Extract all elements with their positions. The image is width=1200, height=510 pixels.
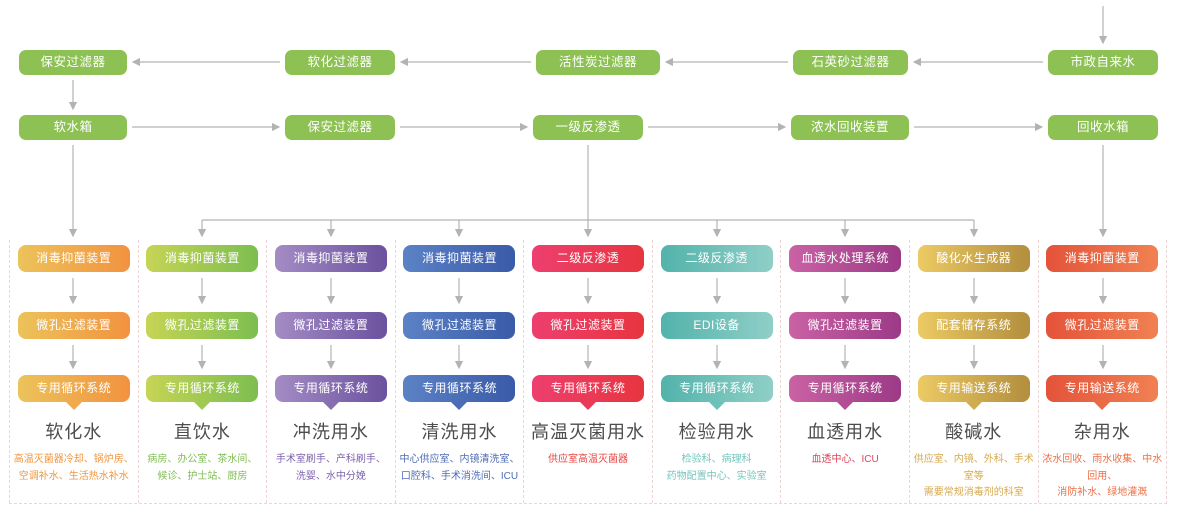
step-box: 酸化水生成器	[917, 245, 1030, 272]
column-title: 杂用水	[1073, 422, 1131, 442]
step-box: 微孔过滤装置	[17, 312, 130, 339]
step-box: 血透水处理系统	[789, 245, 902, 272]
column-softened-water: 消毒抑菌装置 微孔过滤装置 专用循环系统 软化水 高温灭菌器冷却、锅炉房、 空调…	[9, 240, 138, 503]
column-direct-drinking-water: 消毒抑菌装置 微孔过滤装置 专用循环系统 直饮水 病房、办公室、茶水间、 候诊、…	[137, 240, 267, 503]
node-security-filter-2: 保安过滤器	[285, 115, 395, 140]
column-description: 供应室、内镜、外科、手术室等 需要常规消毒剂的科室	[913, 454, 1034, 498]
column-title: 高温灭菌用水	[531, 422, 646, 442]
column-description: 手术室刷手、产科刷手、 洗婴、水中分娩	[275, 454, 386, 482]
column-title: 检验用水	[678, 422, 755, 442]
step-box: 微孔过滤装置	[789, 312, 902, 339]
column-flushing-water: 消毒抑菌装置 微孔过滤装置 专用循环系统 冲洗用水 手术室刷手、产科刷手、 洗婴…	[266, 240, 395, 503]
column-cleaning-water: 消毒抑菌装置 微孔过滤装置 专用循环系统 清洗用水 中心供应室、内镜清洗室、 口…	[394, 240, 524, 503]
node-recycle-water-tank: 回收水箱	[1048, 115, 1158, 140]
column-description: 高温灭菌器冷却、锅炉房、 空调补水、生活热水补水	[13, 454, 134, 482]
column-title: 清洗用水	[421, 422, 498, 442]
step-box: 专用循环系统	[532, 375, 645, 402]
column-description: 浓水回收、雨水收集、中水回用、 消防补水、绿地灌溉	[1042, 454, 1163, 498]
column-title: 血透用水	[807, 422, 884, 442]
column-miscellaneous-water: 消毒抑菌装置 微孔过滤装置 专用输送系统 杂用水 浓水回收、雨水收集、中水回用、…	[1037, 240, 1167, 503]
step-box: 消毒抑菌装置	[146, 245, 259, 272]
step-box: 二级反渗透	[660, 245, 773, 272]
column-title: 冲洗用水	[292, 422, 369, 442]
column-description: 病房、办公室、茶水间、 候诊、护士站、厨房	[147, 454, 258, 482]
end-use-columns: 消毒抑菌装置 微孔过滤装置 专用循环系统 软化水 高温灭菌器冷却、锅炉房、 空调…	[9, 240, 1167, 504]
step-box: 专用循环系统	[146, 375, 259, 402]
node-concentrate-recovery: 浓水回收装置	[791, 115, 909, 140]
step-box: EDI设备	[660, 312, 773, 339]
step-box: 专用输送系统	[1046, 375, 1159, 402]
node-security-filter-1: 保安过滤器	[19, 50, 127, 75]
column-title: 软化水	[45, 422, 103, 442]
step-box: 消毒抑菌装置	[17, 245, 130, 272]
column-acid-alkaline-water: 酸化水生成器 配套储存系统 专用输送系统 酸碱水 供应室、内镜、外科、手术室等 …	[908, 240, 1038, 503]
column-description: 血透中心、ICU	[811, 454, 879, 465]
step-box: 二级反渗透	[532, 245, 645, 272]
step-box: 微孔过滤装置	[274, 312, 387, 339]
node-soft-water-tank: 软水箱	[19, 115, 127, 140]
column-testing-water: 二级反渗透 EDI设备 专用循环系统 检验用水 检验科、病理科 药物配置中心、实…	[651, 240, 781, 503]
step-box: 微孔过滤装置	[1046, 312, 1159, 339]
column-description: 检验科、病理科 药物配置中心、实验室	[666, 454, 767, 482]
node-softening-filter: 软化过滤器	[285, 50, 395, 75]
column-high-temp-sterilization-water: 二级反渗透 微孔过滤装置 专用循环系统 高温灭菌用水 供应室高温灭菌器	[523, 240, 652, 503]
step-box: 专用循环系统	[403, 375, 516, 402]
step-box: 专用输送系统	[917, 375, 1030, 402]
step-box: 专用循环系统	[660, 375, 773, 402]
node-municipal-tap-water: 市政自来水	[1048, 50, 1158, 75]
step-box: 消毒抑菌装置	[403, 245, 516, 272]
column-title: 直饮水	[173, 422, 231, 442]
step-box: 消毒抑菌装置	[274, 245, 387, 272]
step-box: 配套储存系统	[917, 312, 1030, 339]
node-first-stage-ro: 一级反渗透	[533, 115, 643, 140]
node-activated-carbon-filter: 活性炭过滤器	[536, 50, 660, 75]
step-box: 专用循环系统	[274, 375, 387, 402]
step-box: 微孔过滤装置	[403, 312, 516, 339]
step-box: 微孔过滤装置	[146, 312, 259, 339]
step-box: 专用循环系统	[789, 375, 902, 402]
node-quartz-sand-filter: 石英砂过滤器	[793, 50, 908, 75]
step-box: 微孔过滤装置	[532, 312, 645, 339]
step-box: 消毒抑菌装置	[1046, 245, 1159, 272]
column-description: 中心供应室、内镜清洗室、 口腔科、手术消洗间、ICU	[399, 454, 520, 482]
column-description: 供应室高温灭菌器	[548, 454, 629, 465]
column-title: 酸碱水	[945, 422, 1003, 442]
column-hemodialysis-water: 血透水处理系统 微孔过滤装置 专用循环系统 血透用水 血透中心、ICU	[780, 240, 909, 503]
step-box: 专用循环系统	[17, 375, 130, 402]
